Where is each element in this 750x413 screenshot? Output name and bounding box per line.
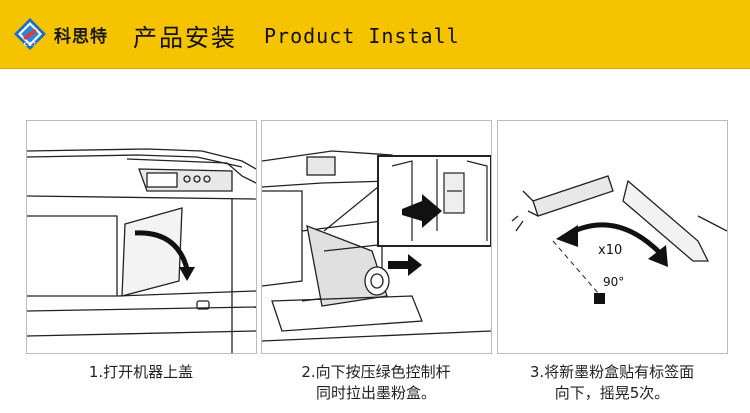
svg-text:K.S.T: K.S.T (24, 42, 38, 48)
step-2-caption-line2: 同时拉出墨粉盒。 (315, 384, 436, 402)
step-1-caption: 1.打开机器上盖 (21, 362, 261, 383)
step-3-caption: 3.将新墨粉盒贴有标签面 向下，摇晃5次。 (492, 362, 732, 404)
step-2-illustration (261, 120, 492, 354)
toner-pull-out-drawing (262, 150, 491, 342)
brand-logo: K.S.T (14, 18, 46, 50)
step-1-caption-line1: 1.打开机器上盖 (88, 363, 194, 381)
printer-open-cover-drawing (27, 148, 256, 353)
header-bar: K.S.T 科思特 产品安装 Product Install (0, 0, 750, 69)
step-3-caption-line2: 向下，摇晃5次。 (554, 384, 670, 402)
step-3-caption-line1: 3.将新墨粉盒贴有标签面 (529, 363, 695, 381)
shake-count-label: x10 (598, 243, 622, 258)
page-title-cn: 产品安装 (133, 24, 237, 52)
angle-label: 90° (603, 275, 624, 289)
step-1-illustration (26, 120, 257, 354)
step-2-caption: 2.向下按压绿色控制杆 同时拉出墨粉盒。 (256, 362, 496, 404)
step-3-illustration: x10 90° (497, 120, 728, 354)
page-title-en: Product Install (264, 24, 460, 48)
step-2-caption-line1: 2.向下按压绿色控制杆 (301, 363, 451, 381)
toner-shake-drawing: x10 90° (511, 175, 727, 304)
brand-name: 科思特 (54, 27, 108, 47)
